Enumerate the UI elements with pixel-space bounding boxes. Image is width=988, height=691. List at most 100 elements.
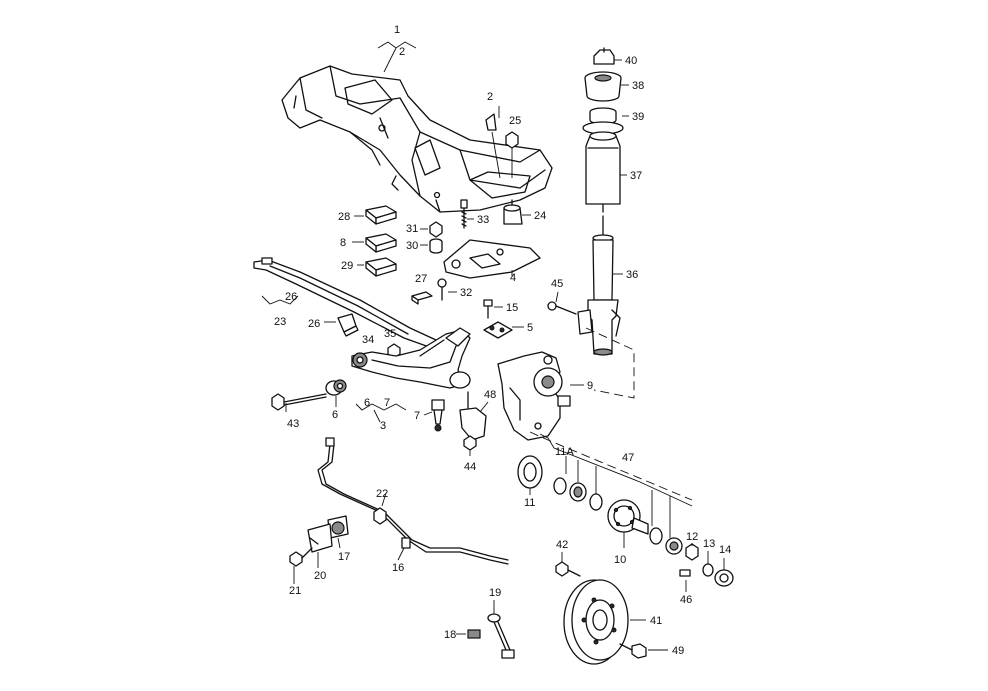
part-18-bush (467, 629, 481, 639)
part-27-pad (411, 291, 433, 305)
callout-48: 48 (484, 389, 496, 401)
callout-6b: 6 (332, 409, 338, 421)
callout-49: 49 (672, 645, 684, 657)
callout-43: 43 (287, 418, 299, 430)
part-44-nut (463, 435, 477, 456)
callout-12: 12 (686, 531, 698, 543)
label-leaders (285, 59, 725, 651)
callout-7: 7 (384, 397, 390, 409)
callout-24: 24 (534, 210, 546, 222)
part-9-steering-knuckle (497, 351, 571, 441)
part-42-bolt (555, 561, 581, 577)
callout-33: 33 (477, 214, 489, 226)
callout-22: 22 (376, 488, 388, 500)
part-22-nut (373, 507, 387, 525)
callout-41: 41 (650, 615, 662, 627)
part-4-bracket (443, 239, 541, 279)
part-31-nut (429, 221, 443, 238)
part-37-bellows (585, 131, 621, 213)
callout-36: 36 (626, 269, 638, 281)
callout-42: 42 (556, 539, 568, 551)
callout-2b: 2 (487, 91, 493, 103)
part-16-stabilizer-bar (317, 437, 509, 565)
part-ring-a (589, 493, 603, 511)
part-34-nut (387, 343, 401, 359)
callout-32: 32 (460, 287, 472, 299)
part-ring-b (649, 527, 663, 545)
part-7-ball-joint (431, 399, 445, 432)
part-10-wheel-hub (607, 499, 649, 535)
callout-23: 23 (274, 316, 286, 328)
callout-10: 10 (614, 554, 626, 566)
subframe (281, 65, 553, 213)
callout-26: 26 (285, 291, 297, 303)
callout-3: 3 (380, 420, 386, 432)
callout-13: 13 (703, 538, 715, 550)
part-11-dust-shield (517, 455, 543, 489)
part-12-nut (685, 543, 699, 561)
part-bearing-b (665, 537, 683, 555)
callout-26b: 26 (308, 318, 320, 330)
part-8-block (365, 233, 397, 253)
part-19-drop-link (487, 613, 515, 659)
part-40-nut (593, 47, 615, 65)
callout-labels: 1 2 2 25 24 33 28 31 30 8 29 4 27 32 15 … (274, 24, 731, 657)
callout-30: 30 (406, 240, 418, 252)
callout-15: 15 (506, 302, 518, 314)
part-15-bolt (483, 299, 493, 319)
part-20-clamp (307, 523, 333, 553)
part-26-pad (337, 313, 359, 337)
callout-20: 20 (314, 570, 326, 582)
callout-47: 47 (622, 452, 634, 464)
callout-29: 29 (341, 260, 353, 272)
callout-21: 21 (289, 585, 301, 597)
part-38-mount (584, 71, 622, 102)
callout-8: 8 (340, 237, 346, 249)
callout-17: 17 (338, 551, 350, 563)
part-25-nut (505, 131, 519, 178)
callout-14: 14 (719, 544, 731, 556)
part-bearing-a (569, 482, 587, 502)
callout-11: 11 (524, 497, 535, 509)
part-32-bolt (437, 278, 447, 301)
part-36-shock-absorber (577, 215, 621, 356)
callout-4: 4 (510, 272, 516, 284)
callout-19: 19 (489, 587, 501, 599)
part-46-pin (679, 569, 691, 577)
callout-2: 2 (399, 46, 405, 58)
part-45-bolt (547, 301, 577, 315)
callout-6: 6 (364, 397, 370, 409)
callout-5: 5 (527, 322, 533, 334)
callout-1: 1 (394, 24, 400, 36)
part-28-block (365, 205, 397, 225)
part-39-bearing (582, 107, 624, 135)
part-13-washer (702, 563, 714, 577)
callout-27: 27 (415, 273, 427, 285)
part-29-block (365, 257, 397, 277)
part-14-cap (714, 569, 734, 587)
callout-34: 34 (362, 334, 374, 346)
callout-9: 9 (587, 380, 593, 392)
callout-11a: 11A (555, 446, 574, 458)
callout-40: 40 (625, 55, 637, 67)
callout-35: 35 (384, 328, 396, 340)
callout-18: 18 (444, 629, 456, 641)
part-48-bracket (459, 391, 487, 441)
subframe-leaders (377, 41, 501, 179)
part-49-bolt (619, 643, 647, 659)
callout-38: 38 (632, 80, 644, 92)
callout-28: 28 (338, 211, 350, 223)
callout-25: 25 (509, 115, 521, 127)
part-30-sleeve (429, 238, 443, 254)
part-21-bolt (289, 547, 313, 567)
callout-45: 45 (551, 278, 563, 290)
callout-44: 44 (464, 461, 476, 473)
part-24-mount (503, 199, 523, 225)
part-5-bracket (483, 321, 513, 339)
part-33-bolt (460, 199, 468, 229)
part-41-brake-disc (563, 579, 629, 665)
callout-37: 37 (630, 170, 642, 182)
part-11a-seal (553, 477, 567, 495)
callout-31: 31 (406, 223, 418, 235)
